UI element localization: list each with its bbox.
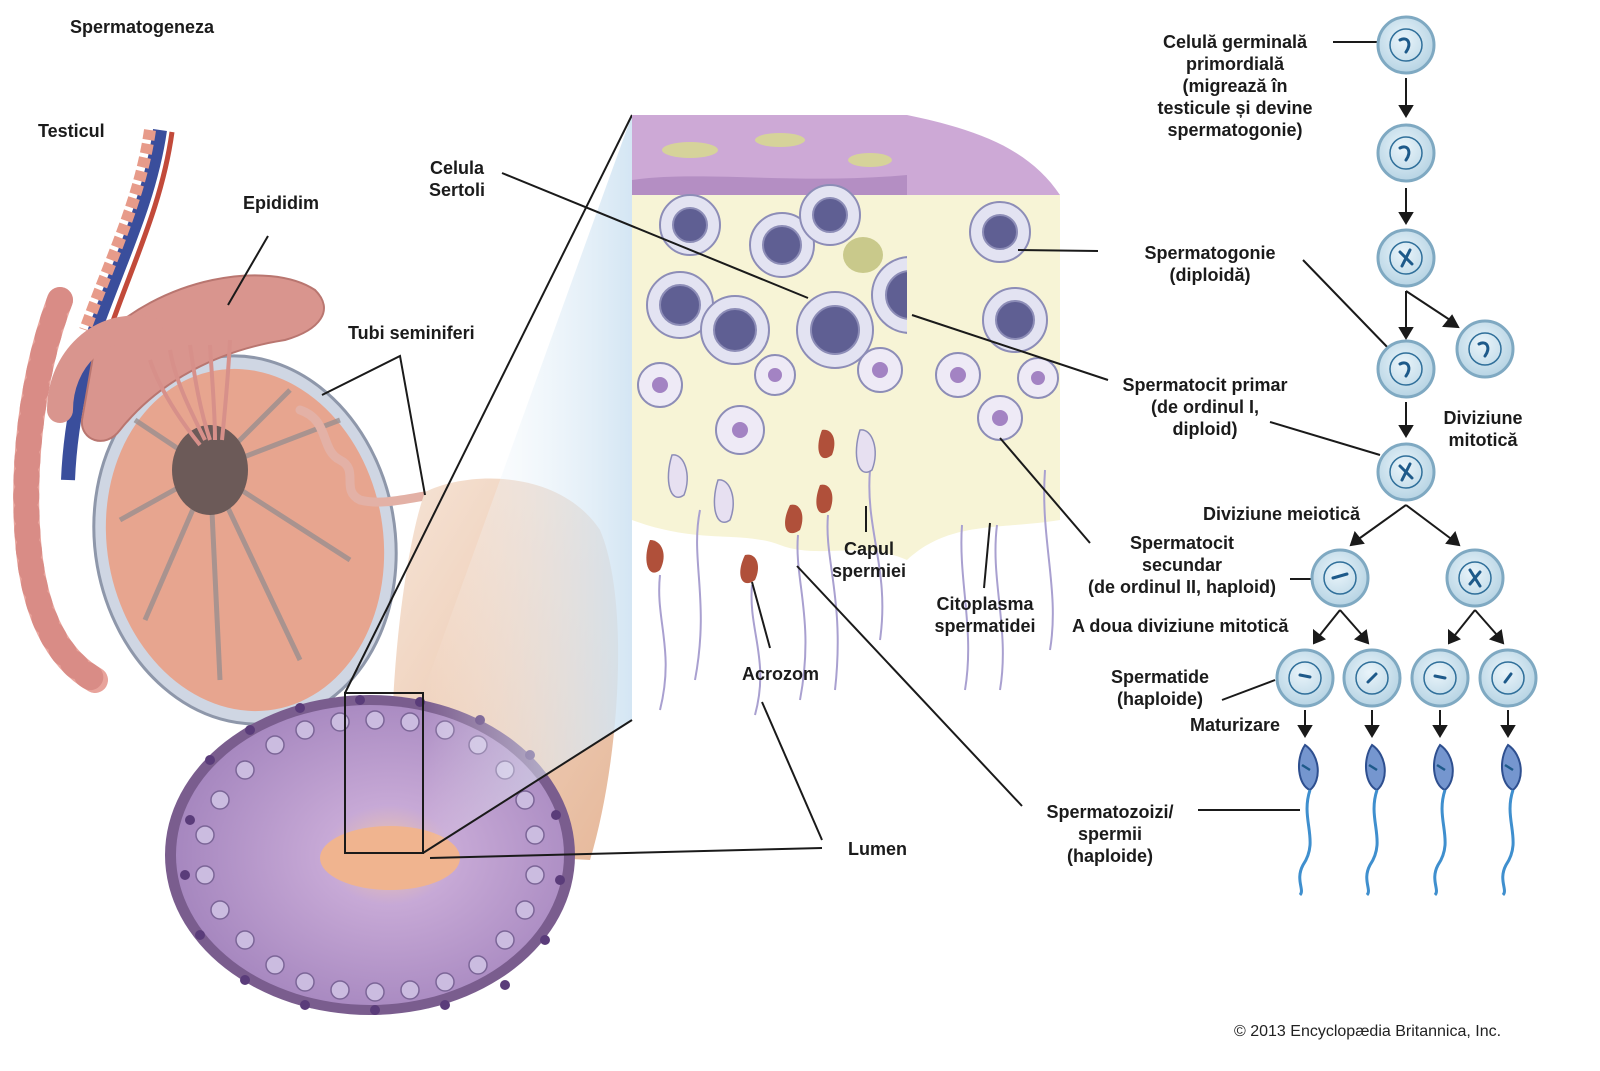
copyright-notice: © 2013 Encyclopædia Britannica, Inc. — [1234, 1023, 1502, 1040]
epithelium-overflow — [907, 115, 1060, 691]
label-lumen: Lumen — [848, 839, 908, 859]
label-celula-germinala: Celulă germinală primordială (migrează î… — [1157, 32, 1313, 140]
stage-flowchart — [1198, 15, 1538, 897]
spermatozoa — [1298, 743, 1522, 897]
cell-spermatogonium-3 — [1376, 339, 1436, 399]
cell-secondary-1 — [1310, 548, 1370, 608]
label-testicul: Testicul — [38, 121, 105, 141]
label-diviziune-meiotica: Diviziune meiotică — [1203, 504, 1361, 524]
label-diviziune-mitotica: Diviziune mitotică — [1443, 408, 1523, 450]
label-spermatogonie: Spermatogonie (diploidă) — [1144, 243, 1276, 285]
label-maturizare: Maturizare — [1190, 715, 1281, 735]
cell-primordial — [1376, 15, 1436, 75]
diagram-title: Spermatogeneza — [70, 17, 215, 37]
label-tubi-seminiferi: Tubi seminiferi — [348, 323, 475, 343]
label-a-doua-diviziune: A doua diviziune mitotică — [1072, 616, 1289, 636]
cell-spermatid-1 — [1275, 648, 1335, 708]
cell-spermatogonium-1 — [1376, 123, 1436, 183]
label-spermatocit-secundar: Spermatocit secundar (de ordinul II, hap… — [1088, 533, 1276, 597]
label-capul-spermiei: Capul spermiei — [831, 539, 907, 581]
label-acrozom: Acrozom — [742, 664, 820, 684]
testis-illustration — [13, 129, 430, 726]
label-epididim: Epididim — [243, 193, 319, 213]
leader-lines-left — [227, 172, 1109, 859]
label-spermatozoizi: Spermatozoizi/ spermii (haploide) — [1046, 802, 1174, 866]
label-celula-sertoli: Celula Sertoli — [428, 158, 485, 200]
cell-spermatogonium-4 — [1455, 319, 1515, 379]
label-spermatocit-primar: Spermatocit primar (de ordinul I, diploi… — [1122, 375, 1288, 439]
label-citoplasma-spermatidei: Citoplasma spermatidei — [934, 594, 1036, 636]
label-spermatide: Spermatide (haploide) — [1110, 667, 1210, 709]
